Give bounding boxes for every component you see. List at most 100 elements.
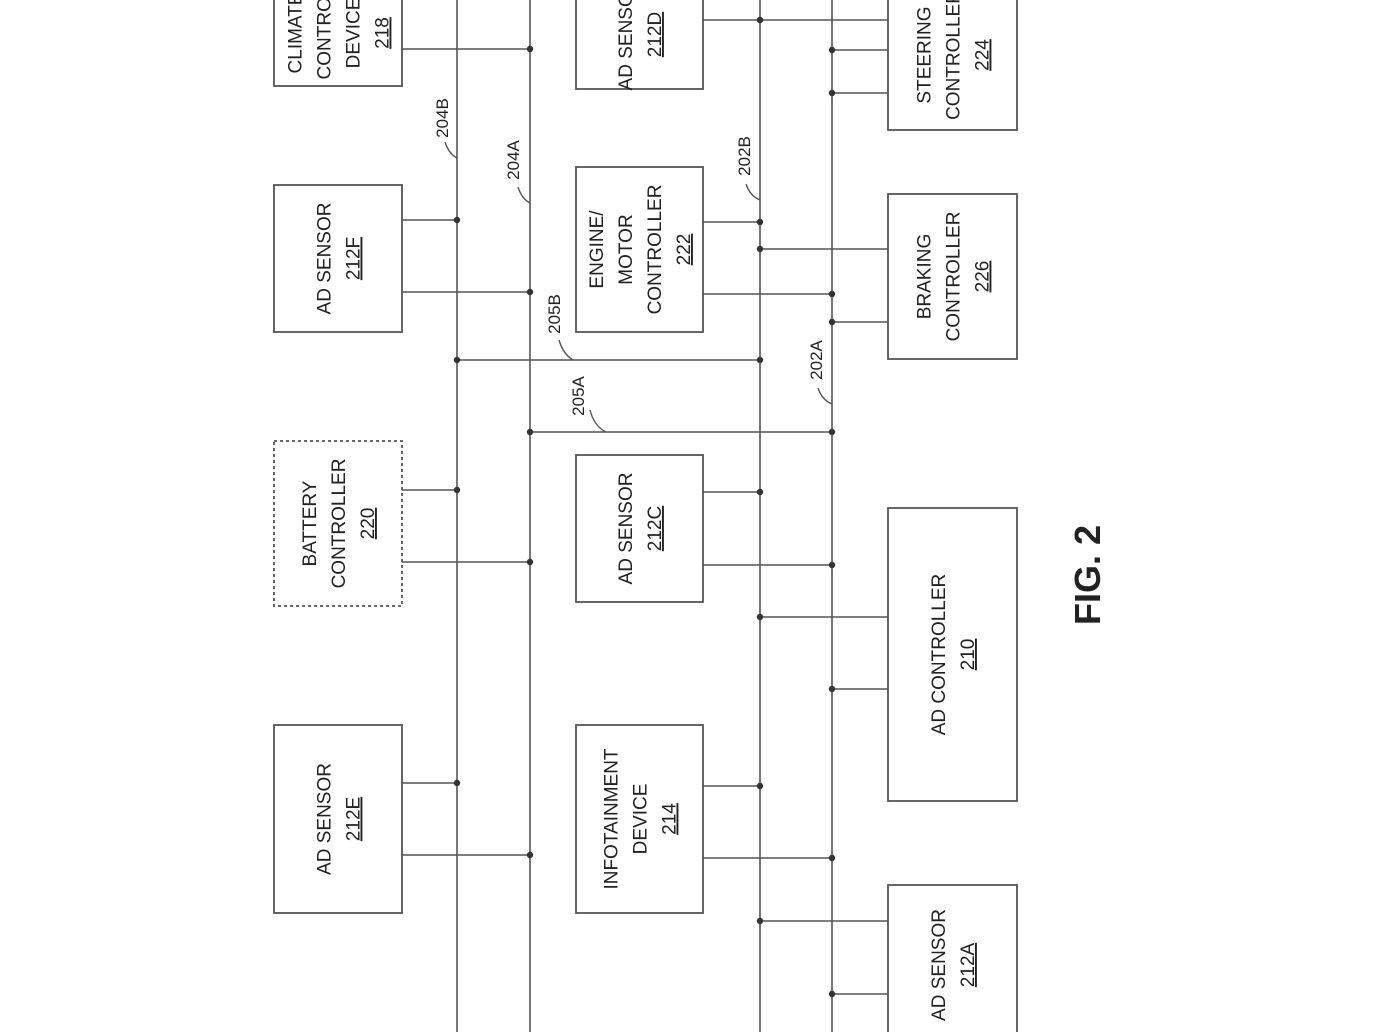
infotainment-device-frame (575, 724, 704, 914)
box-text-line: CLIMATE (286, 0, 307, 73)
steering-controller-frame (887, 0, 1018, 131)
climate-control-device-frame (273, 0, 403, 87)
junction-dot (526, 851, 534, 859)
box-text-line: BATTERY (300, 480, 321, 566)
box-text-line: DEVICE (631, 784, 652, 855)
battery-controller-box: BATTERY CONTROLLER 220 (273, 440, 403, 607)
junction-dot (526, 428, 534, 436)
infotainment-device-label: INFOTAINMENT DEVICE 214 (602, 748, 681, 889)
junction-dot (756, 245, 764, 253)
box-text-line: DEVICE (344, 0, 365, 68)
junction-dot (828, 46, 836, 54)
steering-controller-box: STEERING CONTROLLER 224 (887, 0, 1018, 131)
bus-leader-line (817, 387, 833, 405)
engine-motor-controller-frame (575, 166, 704, 333)
bus-leader-line (444, 141, 458, 159)
bus-204a-label: 204A (504, 139, 523, 179)
box-text-line: AD SENSOR (315, 203, 336, 315)
box-text-line: MOTOR (616, 214, 637, 284)
box-reference-number: 212D (645, 12, 666, 57)
ad-sensor-212a-frame (887, 884, 1018, 1032)
box-reference-number: 210 (958, 639, 979, 671)
climate-control-device-box: CLIMATE CONTROL DEVICE 218 (273, 0, 403, 87)
braking-controller-label: BRAKING CONTROLLER 226 (915, 212, 994, 342)
box-text-line: CONTROLLER (645, 185, 666, 315)
junction-dot (756, 488, 764, 496)
ad-sensor-212f-box: AD SENSOR 212F (273, 184, 403, 333)
braking-controller-box: BRAKING CONTROLLER 226 (887, 193, 1018, 360)
bus-205a-label: 205A (569, 375, 588, 415)
box-text-line: CONTROLLER (329, 459, 350, 589)
ad-controller-frame (887, 507, 1018, 802)
ad-controller-box: AD CONTROLLER 210 (887, 507, 1018, 802)
junction-dot (828, 561, 836, 569)
junction-dot (828, 854, 836, 862)
junction-dot (526, 288, 534, 296)
junction-dot (453, 486, 461, 494)
junction-dot (756, 356, 764, 364)
box-text-line: AD SENSOR (616, 473, 637, 585)
box-text-line: AD SENSOR (929, 909, 950, 1021)
junction-dot (526, 558, 534, 566)
ad-sensor-212c-frame (575, 454, 704, 603)
box-text-line: AD SENSOR (315, 763, 336, 875)
junction-dot (756, 917, 764, 925)
bus-leader-line (558, 339, 574, 361)
box-reference-number: 218 (373, 17, 394, 49)
box-reference-number: 224 (973, 39, 994, 71)
box-text-line: AD CONTROLLER (929, 574, 950, 736)
climate-control-device-label: CLIMATE CONTROL DEVICE 218 (286, 0, 394, 79)
bus-leader-line (517, 186, 531, 204)
ad-sensor-212e-frame (273, 724, 403, 914)
junction-dot (526, 45, 534, 53)
battery-controller-frame (273, 440, 403, 607)
junction-dot (828, 428, 836, 436)
ad-sensor-212f-frame (273, 184, 403, 333)
box-text-line: STEERING (915, 6, 936, 103)
ad-sensor-212f-label: AD SENSOR 212F (315, 203, 365, 315)
box-text-line: CONTROLLER (944, 0, 965, 120)
box-reference-number: 226 (973, 261, 994, 293)
bus-204b-label: 204B (433, 98, 452, 138)
junction-dot (453, 779, 461, 787)
bus-205b-label: 205B (545, 294, 564, 334)
junction-dot (828, 685, 836, 693)
ad-sensor-212d-frame (575, 0, 704, 90)
figure-label: FIG. 2 (1067, 525, 1108, 625)
box-text-line: AD SENSOR (616, 0, 637, 90)
bus-leader-line (745, 183, 761, 201)
junction-dot (453, 216, 461, 224)
steering-controller-label: STEERING CONTROLLER 224 (915, 0, 994, 120)
braking-controller-frame (887, 193, 1018, 360)
box-text-line: INFOTAINMENT (602, 748, 623, 889)
box-text-line: CONTROL (315, 0, 336, 79)
junction-dot (453, 356, 461, 364)
infotainment-device-box: INFOTAINMENT DEVICE 214 (575, 724, 704, 914)
junction-dot (756, 613, 764, 621)
box-reference-number: 212F (344, 237, 365, 280)
junction-dot (828, 290, 836, 298)
box-text-line: CONTROLLER (944, 212, 965, 342)
box-reference-number: 220 (358, 508, 379, 540)
bus-leader-line (589, 409, 607, 433)
box-reference-number: 214 (660, 803, 681, 835)
ad-sensor-212d-label: AD SENSOR 212D (616, 0, 666, 90)
connection-wires (402, 0, 888, 1032)
bus-202a-label: 202A (807, 339, 826, 379)
junction-dot (828, 990, 836, 998)
junction-dot (756, 16, 764, 24)
component-boxes: CLIMATE CONTROL DEVICE 218 AD SENSOR 212F BATT… (273, 0, 1018, 1032)
ad-controller-label: AD CONTROLLER 210 (929, 574, 979, 736)
box-text-line: BRAKING (915, 234, 936, 320)
junction-dot (756, 782, 764, 790)
